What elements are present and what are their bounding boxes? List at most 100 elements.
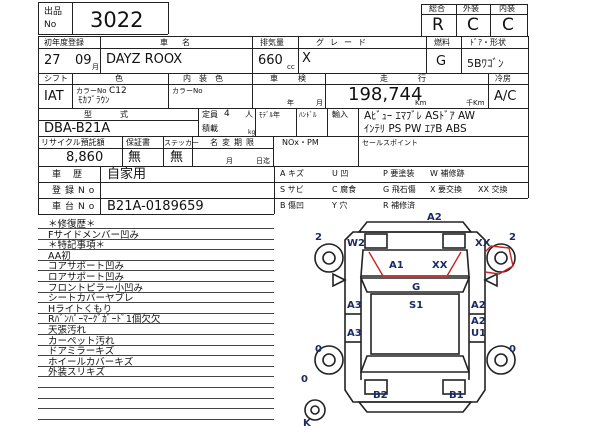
grid-line [198, 108, 199, 136]
car-name-label: 車名 [160, 38, 204, 47]
recycle-value: 8,860 [66, 150, 104, 165]
chassis-no-label: 車台No [52, 202, 99, 212]
grid-line [38, 166, 528, 167]
legend-item: A キズ [280, 169, 305, 178]
remark-line: ドアミラーキズ [48, 346, 115, 358]
warranty-label: 保証書 [126, 138, 150, 147]
ruling-line [38, 281, 274, 282]
shift-label: シフト [44, 74, 68, 83]
remark-line: 外装スリキズ [48, 367, 106, 379]
ruling-line [38, 228, 274, 229]
ruling-line [38, 260, 274, 261]
legend-item: X 要交換 [430, 185, 463, 194]
legend-item: C 腐食 [332, 185, 357, 194]
grid-line [100, 166, 101, 214]
grid-line [38, 136, 528, 137]
displacement-label: 排気量 [260, 38, 284, 47]
right-mirror [483, 272, 498, 288]
overall-grade: R [432, 15, 444, 35]
left-headlight [364, 233, 388, 249]
interior-color-label: 内装色 [183, 74, 231, 83]
loading-label: 積載 [202, 124, 218, 133]
ac-value: A/C [494, 89, 517, 104]
frame-line [72, 2, 73, 34]
thousand-km-unit: 千Km [466, 99, 485, 107]
grid-line [38, 120, 198, 121]
frame-line [490, 4, 491, 36]
ruling-line [38, 292, 274, 293]
remark-line: ロアサポート凹み [48, 272, 125, 283]
legend-item: XX 交換 [478, 185, 508, 194]
rear-left-mark: 0 [315, 344, 322, 355]
warranty-value: 無 [128, 150, 142, 165]
remark-line: Fサイドメンバー凹み [48, 229, 139, 241]
interior-color-no-label: カラーNo [172, 87, 203, 95]
grid-line [38, 48, 528, 49]
history-value: 自家用 [107, 167, 147, 182]
remark-line: カーペット汚れ [48, 335, 115, 347]
frame-line [421, 4, 527, 5]
fuel-label: 燃料 [434, 38, 450, 47]
right-rear-door-mark-2: U1 [471, 328, 486, 339]
model-year-label: ﾓﾃﾞﾙ年 [259, 111, 280, 119]
grid-line [273, 136, 274, 166]
right-front-door-mark: A2 [471, 300, 486, 311]
grid-line [274, 166, 275, 214]
mileage-value: 198,744 [348, 84, 423, 105]
remark-line: シートカバーヤブレ [48, 293, 134, 305]
frame-line [38, 2, 39, 34]
color-no-label: カラーNo [76, 87, 107, 95]
model-value: DBA-B21A [44, 121, 111, 136]
frame-line [456, 4, 457, 36]
legend-item: R 補修済 [383, 201, 416, 210]
lot-label-top: 出品 [44, 7, 63, 17]
mileage-label: 走行 [380, 74, 456, 83]
hood [360, 249, 470, 277]
windshield [359, 277, 471, 293]
ruling-line [38, 355, 274, 356]
inspection-month-unit: 月 [316, 99, 323, 107]
grid-line [38, 148, 273, 149]
right-headlight [442, 233, 466, 249]
chassis-value: B21A-0189659 [107, 199, 204, 214]
exterior-grade: C [467, 15, 479, 35]
grid-line [192, 136, 193, 166]
grid-line [461, 36, 462, 73]
ruling-line [38, 345, 274, 346]
grid-line [38, 36, 39, 214]
bottom-left-mark: 0 [301, 374, 308, 385]
car-damage-diagram: A2 2 W2 A1 XX XX 2 G A3 S1 A2 A3 A2 U1 0… [301, 212, 516, 429]
left-mirror-mark: W2 [347, 238, 365, 249]
grid-line [38, 36, 528, 37]
name-change-day-unit: 日迄 [256, 157, 270, 165]
ruling-line [38, 419, 274, 420]
ruling-line [38, 408, 274, 409]
remark-line: コアサポート凹み [48, 261, 125, 273]
equipment-line-2: ｲﾝﾃﾘ PS PW ｴｱB ABS [364, 123, 467, 135]
left-mirror [332, 272, 347, 288]
capacity-label: 定員 [202, 110, 218, 119]
grid-line [100, 36, 101, 73]
shift-value: IAT [44, 89, 64, 104]
rear-right-mark: 0 [509, 344, 516, 355]
grid-line [122, 136, 123, 166]
recycle-label: リサイクル預託額 [41, 138, 105, 147]
lot-number: 3022 [90, 8, 144, 32]
grid-line [298, 36, 299, 73]
frame-line [168, 2, 169, 34]
grid-line [38, 182, 528, 183]
remark-line: AA初 [48, 250, 71, 262]
grid-line [296, 108, 297, 136]
left-front-door-mark: A3 [347, 300, 362, 311]
roof-mark: S1 [409, 300, 423, 311]
frame-line [38, 2, 168, 3]
ruling-line [38, 398, 274, 399]
fuel: G [436, 54, 447, 69]
hood-right-mark: XX [432, 260, 448, 271]
rear-bumper-right-mark: B1 [449, 390, 464, 401]
import-label: 輸入 [332, 110, 348, 119]
grid-line [38, 108, 528, 109]
remark-line: 天張汚れ [48, 325, 87, 336]
body-type: 5Bﾜｺﾞﾝ [467, 57, 504, 70]
ruling-line [38, 239, 274, 240]
